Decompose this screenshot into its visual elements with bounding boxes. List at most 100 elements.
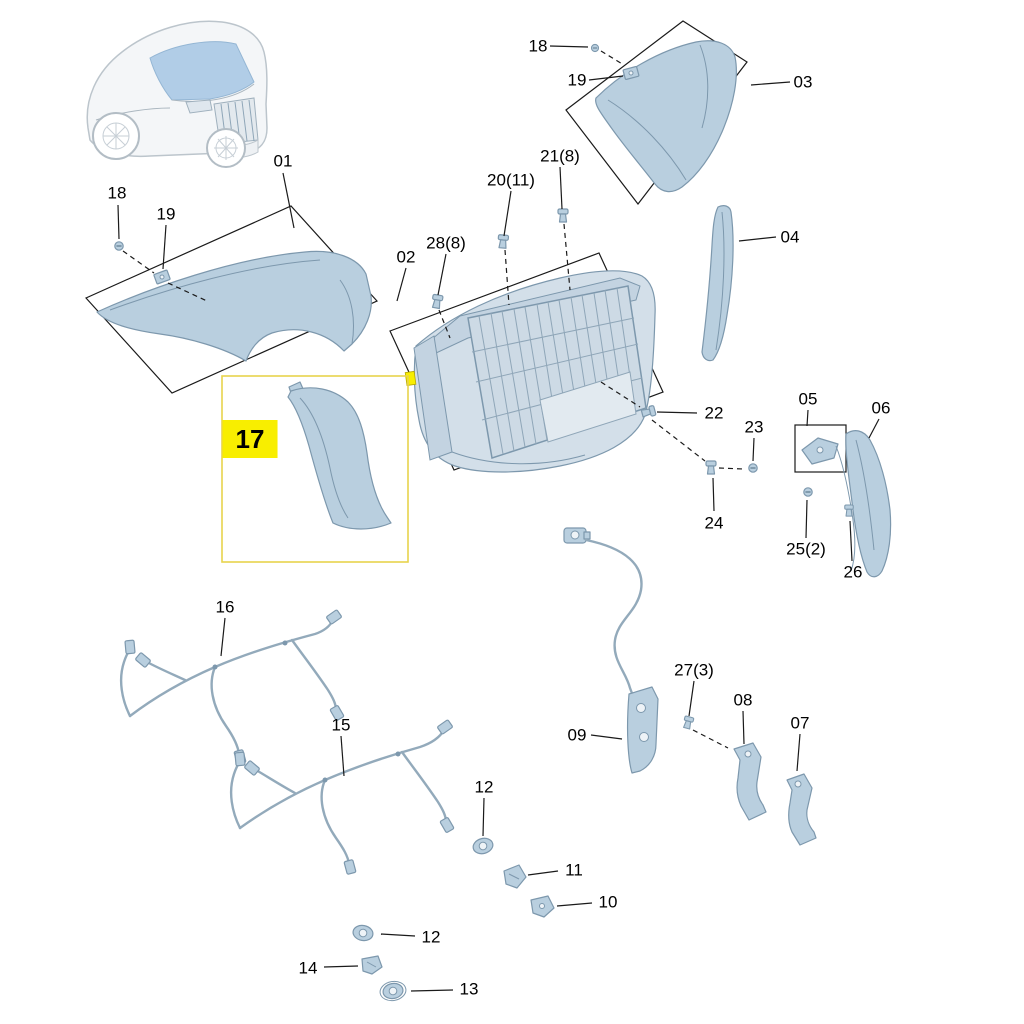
callout-14: 14 [298, 958, 318, 978]
callout-15: 15 [331, 715, 351, 735]
leader-18-panel [549, 45, 589, 48]
callout-05: 05 [798, 389, 818, 409]
leader-22 [656, 411, 698, 414]
part-16-wiring-harness [119, 608, 345, 766]
leader-lines [117, 45, 880, 992]
leader-15 [340, 735, 345, 777]
leader-27 [688, 680, 695, 717]
fastener-27 [681, 715, 695, 730]
fastener-24 [705, 460, 717, 475]
leader-10 [556, 902, 593, 907]
leader-19-panel [588, 75, 624, 81]
callout-28: 28(8) [426, 233, 466, 253]
fastener-18-hood [114, 241, 124, 251]
fastener-19-panel [622, 65, 640, 81]
callout-27: 27(3) [674, 660, 714, 680]
fastener-19-hood [153, 269, 171, 285]
callout-13: 13 [459, 979, 479, 999]
leader-28 [437, 253, 447, 296]
part-12b-sensor [351, 923, 375, 943]
leader-05 [806, 409, 809, 427]
leader-07 [796, 733, 801, 772]
part-01-bumper-strip [85, 205, 378, 394]
part-06-side-trim [803, 430, 892, 578]
fastener-25 [803, 487, 813, 497]
part-15-wiring-harness [229, 718, 455, 876]
leader-24 [712, 477, 715, 512]
leader-03 [750, 81, 791, 86]
leader-21 [559, 166, 563, 210]
fastener-20 [496, 233, 510, 250]
part-11-clip [503, 864, 527, 889]
callout-17-highlighted: 17 [222, 420, 278, 458]
fastener-23 [748, 463, 758, 473]
callout-25: 25(2) [786, 539, 826, 559]
callout-23: 23 [744, 417, 764, 437]
leader-12b [380, 933, 416, 937]
callout-12-a: 12 [474, 777, 494, 797]
leader-04 [738, 236, 777, 242]
small-parts-bottom [351, 835, 555, 1002]
part-09-sensor-bracket [563, 527, 659, 774]
callout-07: 07 [790, 713, 810, 733]
part-17-location-marker [404, 370, 417, 386]
callout-20: 20(11) [487, 170, 535, 190]
part-04-trim-strip [701, 205, 734, 362]
part-05-bracket [794, 424, 847, 473]
callout-21: 21(8) [540, 146, 580, 166]
callout-18-panel: 18 [528, 36, 548, 56]
part-03-bumper-panel [565, 20, 748, 205]
callout-16: 16 [215, 597, 235, 617]
callout-12-b: 12 [421, 927, 441, 947]
leader-01 [282, 172, 295, 229]
leader-18-hood [117, 204, 120, 240]
fasteners-22-23-24 [640, 404, 758, 475]
callout-04: 04 [780, 227, 800, 247]
leader-16 [220, 617, 226, 657]
headlight-sketch [185, 99, 213, 114]
leader-12a [482, 797, 485, 837]
part-13-sensor [379, 980, 407, 1002]
callout-24: 24 [704, 513, 724, 533]
fastener-21 [557, 208, 569, 223]
callout-01: 01 [273, 151, 293, 171]
sensor-wire [584, 538, 643, 698]
part-10-clip [530, 895, 555, 918]
callout-19-panel: 19 [567, 70, 587, 90]
fastener-18-panel [590, 43, 600, 53]
leader-13 [410, 989, 454, 992]
leader-20 [503, 190, 512, 237]
leader-08 [742, 710, 745, 745]
callout-06: 06 [871, 398, 891, 418]
callout-02: 02 [396, 247, 416, 267]
callout-26: 26 [843, 562, 863, 582]
fastener-28 [430, 293, 444, 310]
callout-08: 08 [733, 690, 753, 710]
leader-11 [527, 870, 559, 876]
callout-18-hood: 18 [107, 183, 127, 203]
callout-09: 09 [567, 725, 587, 745]
callout-22: 22 [704, 403, 724, 423]
hood-highlight [149, 41, 255, 101]
callout-11: 11 [565, 860, 583, 880]
part-12a-sensor [470, 835, 496, 857]
parts-07-08-27 [681, 715, 817, 846]
dashed-lines [122, 50, 745, 749]
part-08-bracket [733, 742, 767, 821]
leader-19-hood [162, 224, 167, 270]
vehicle-thumbnail [86, 20, 268, 168]
part-14-clip [361, 955, 383, 975]
leader-26 [849, 520, 853, 562]
callout-19-hood: 19 [156, 204, 176, 224]
leader-25 [805, 499, 808, 539]
leader-06 [868, 418, 880, 439]
leader-14 [323, 965, 359, 968]
part-17-corner-piece [221, 375, 409, 563]
part-07-bracket [786, 773, 817, 846]
leader-23 [752, 437, 755, 462]
callout-10: 10 [598, 892, 618, 912]
leader-09 [590, 734, 623, 740]
leader-02 [396, 267, 407, 302]
